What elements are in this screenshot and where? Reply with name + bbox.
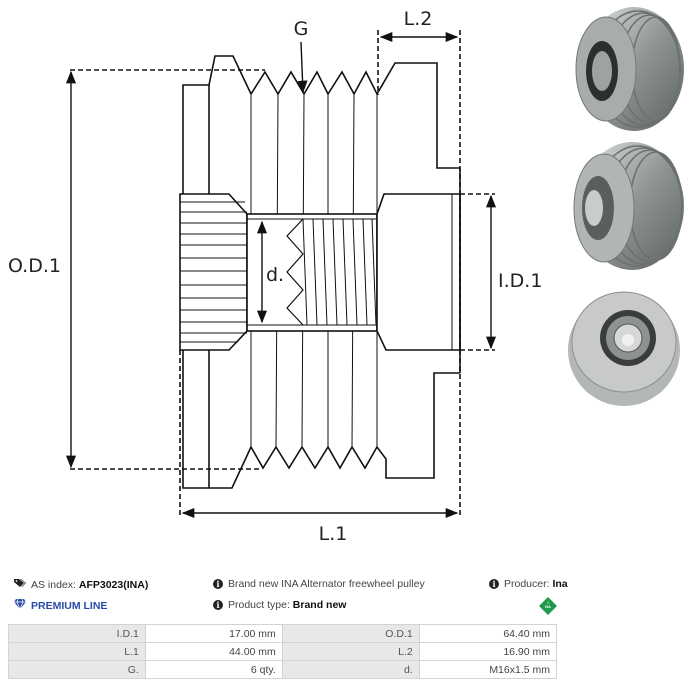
- top-groove-profile: [208, 55, 460, 169]
- description-text: Brand new INA Alternator freewheel pulle…: [228, 578, 425, 590]
- product-photo-face: [568, 291, 680, 406]
- spec-key: L.1: [8, 642, 146, 661]
- spec-key: L.2: [281, 642, 420, 661]
- product-photo-angled: [573, 142, 684, 270]
- l1-label: L.1: [319, 523, 348, 545]
- spec-value: 17.00 mm: [144, 624, 283, 643]
- spec-key: O.D.1: [281, 624, 420, 643]
- spec-value: 16.90 mm: [418, 642, 558, 661]
- thread-d-label: d.: [266, 264, 284, 286]
- description-info: i Brand new INA Alternator freewheel pul…: [213, 578, 425, 590]
- product-photo-splined: [575, 7, 684, 131]
- info-circle-icon: i: [213, 579, 223, 589]
- spec-value: 6 qty.: [144, 660, 283, 679]
- producer-label: Producer:: [504, 578, 550, 590]
- table-row: I.D.1 17.00 mm O.D.1 64.40 mm: [8, 624, 558, 643]
- producer-info: i Producer: Ina: [489, 578, 568, 590]
- bottom-groove-profile: [209, 372, 460, 489]
- producer-value: Ina: [552, 578, 568, 590]
- svg-text:I: I: [547, 600, 548, 605]
- table-row: G. 6 qty. d. M16x1.5 mm: [8, 660, 558, 679]
- ina-logo-icon: I NA: [539, 597, 557, 615]
- product-type-label: Product type:: [228, 599, 290, 611]
- spec-value: 44.00 mm: [144, 642, 283, 661]
- groove-label: G: [294, 18, 309, 40]
- diamond-icon: [14, 598, 26, 612]
- premium-line-badge: PREMIUM LINE: [14, 598, 108, 612]
- info-circle-icon: i: [213, 600, 223, 610]
- specs-table: I.D.1 17.00 mm O.D.1 64.40 mm L.1 44.00 …: [8, 624, 558, 679]
- pulley-technical-drawing: G L.2 L.1 O.D.1 I.D.1 d.: [8, 8, 542, 545]
- table-row: L.1 44.00 mm L.2 16.90 mm: [8, 642, 558, 661]
- g-pointer-arrow: [297, 41, 308, 94]
- spec-key: d.: [281, 660, 420, 679]
- tag-icon: [14, 578, 26, 591]
- as-index-info: AS index: AFP3023(INA): [14, 578, 148, 591]
- product-type-info: i Product type: Brand new: [213, 599, 346, 611]
- premium-line-label: PREMIUM LINE: [31, 599, 108, 612]
- od1-label: O.D.1: [8, 255, 61, 277]
- splined-hub: [179, 193, 248, 351]
- svg-text:NA: NA: [545, 604, 551, 609]
- l2-label: L.2: [404, 8, 433, 30]
- id1-label: I.D.1: [498, 270, 542, 292]
- spec-value: M16x1.5 mm: [418, 660, 558, 679]
- spec-key: I.D.1: [8, 624, 146, 643]
- as-index-value: AFP3023(INA): [78, 578, 149, 591]
- spec-value: 64.40 mm: [418, 624, 558, 643]
- as-index-label: AS index:: [31, 578, 76, 591]
- right-hub: [376, 193, 461, 351]
- info-circle-icon: i: [489, 579, 499, 589]
- product-type-value: Brand new: [292, 599, 347, 611]
- spec-key: G.: [8, 660, 146, 679]
